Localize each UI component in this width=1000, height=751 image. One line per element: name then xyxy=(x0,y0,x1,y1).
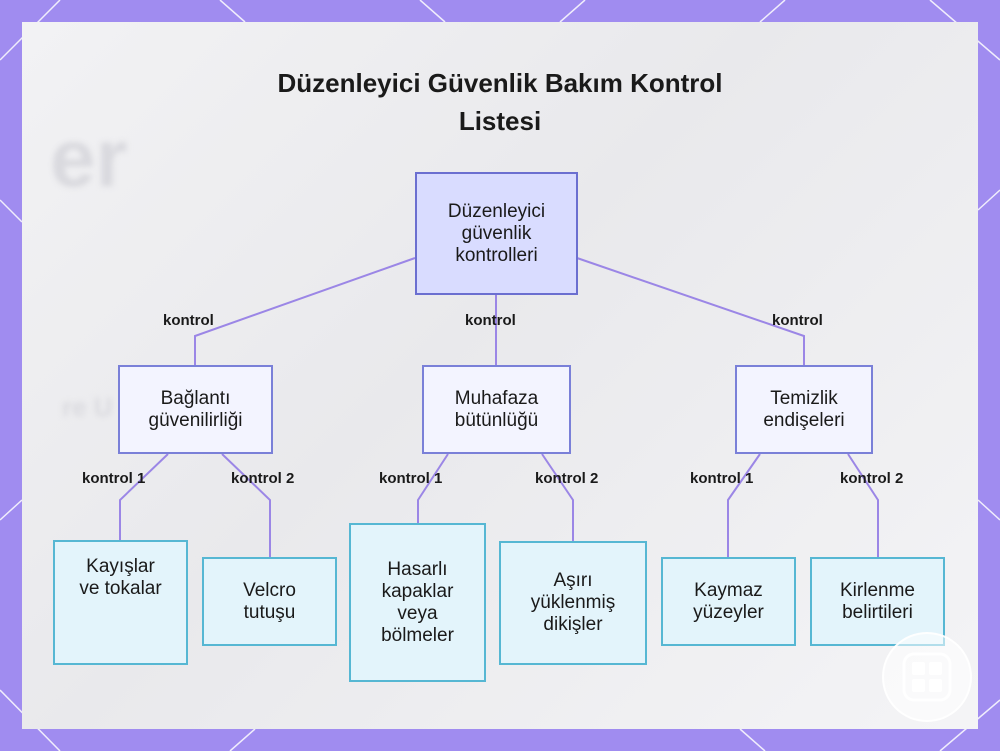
title-line-2: Listesi xyxy=(458,106,542,136)
edge-label-temizlik: kontrol xyxy=(772,312,823,329)
node-line: Hasarlı xyxy=(387,558,448,580)
edge-baglanti-child1 xyxy=(119,453,169,542)
node-kayislar-ve-tokalar: Kayışlar ve tokalar xyxy=(53,540,188,665)
node-line: yüzeyler xyxy=(693,601,764,623)
root-line: güvenlik xyxy=(461,222,532,244)
grid-logo-icon xyxy=(882,632,972,722)
node-line: bölmeler xyxy=(381,624,454,646)
node-line: endişeleri xyxy=(763,409,845,431)
node-line: belirtileri xyxy=(842,601,913,623)
node-line: güvenilirliği xyxy=(148,409,243,431)
node-baglanti-guvenilirligi: Bağlantı güvenilirliği xyxy=(118,365,273,454)
diagram-title: Düzenleyici Güvenlik Bakım Kontrol Liste… xyxy=(200,64,800,140)
edge-muhafaza-child1 xyxy=(417,453,449,524)
edge-label-baglanti: kontrol xyxy=(163,312,214,329)
edge-temizlik-child1 xyxy=(727,453,761,558)
title-line-1: Düzenleyici Güvenlik Bakım Kontrol xyxy=(277,68,723,98)
node-line: dikişler xyxy=(543,614,603,635)
node-line: bütünlüğü xyxy=(454,409,539,431)
node-line: Aşırı xyxy=(553,570,593,591)
edge-label-kirlenme: kontrol 2 xyxy=(840,470,904,487)
node-line: Temizlik xyxy=(770,387,838,409)
edge-label-velcro: kontrol 2 xyxy=(231,470,295,487)
edge-root-to-baglanti xyxy=(194,257,416,366)
node-line: Kaymaz xyxy=(694,579,763,601)
edge-root-to-temizlik xyxy=(576,257,805,366)
node-line: kapaklar xyxy=(381,580,454,602)
node-line: Muhafaza xyxy=(454,387,539,409)
node-hasarli-kapaklar: Hasarlı kapaklar veya bölmeler xyxy=(349,523,486,682)
node-line: Kirlenme xyxy=(840,579,915,601)
edge-muhafaza-child2 xyxy=(541,453,574,542)
node-muhafaza-butunlugu: Muhafaza bütünlüğü xyxy=(422,365,571,454)
edge-label-muhafaza: kontrol xyxy=(465,312,516,329)
node-kaymaz-yuzeyler: Kaymaz yüzeyler xyxy=(661,557,796,646)
root-line: kontrolleri xyxy=(455,244,538,266)
edge-baglanti-child2 xyxy=(221,453,271,558)
node-line: veya xyxy=(397,602,438,624)
node-temizlik-endiseleri: Temizlik endişeleri xyxy=(735,365,873,454)
node-line: tutuşu xyxy=(243,601,296,623)
node-line: Kayışlar xyxy=(86,556,155,577)
node-line: ve tokalar xyxy=(79,578,162,599)
edge-label-kayislar: kontrol 1 xyxy=(82,470,146,487)
root-node: Düzenleyici güvenlik kontrolleri xyxy=(415,172,578,295)
edge-temizlik-child2 xyxy=(847,453,879,558)
node-asiri-yuklenmis-dikisler: Aşırı yüklenmiş dikişler xyxy=(499,541,647,665)
edge-label-kaymaz: kontrol 1 xyxy=(690,470,754,487)
node-line: Bağlantı xyxy=(160,387,231,409)
background-watermark: re U xyxy=(62,392,113,422)
root-line: Düzenleyici xyxy=(447,200,546,222)
node-line: yüklenmiş xyxy=(530,592,616,613)
node-velcro-tutusu: Velcro tutuşu xyxy=(202,557,337,646)
edge-label-asiri: kontrol 2 xyxy=(535,470,599,487)
node-line: Velcro xyxy=(243,579,296,601)
node-kirlenme-belirtileri: Kirlenme belirtileri xyxy=(810,557,945,646)
edge-label-hasarli: kontrol 1 xyxy=(379,470,443,487)
background-watermark: er xyxy=(50,113,128,204)
